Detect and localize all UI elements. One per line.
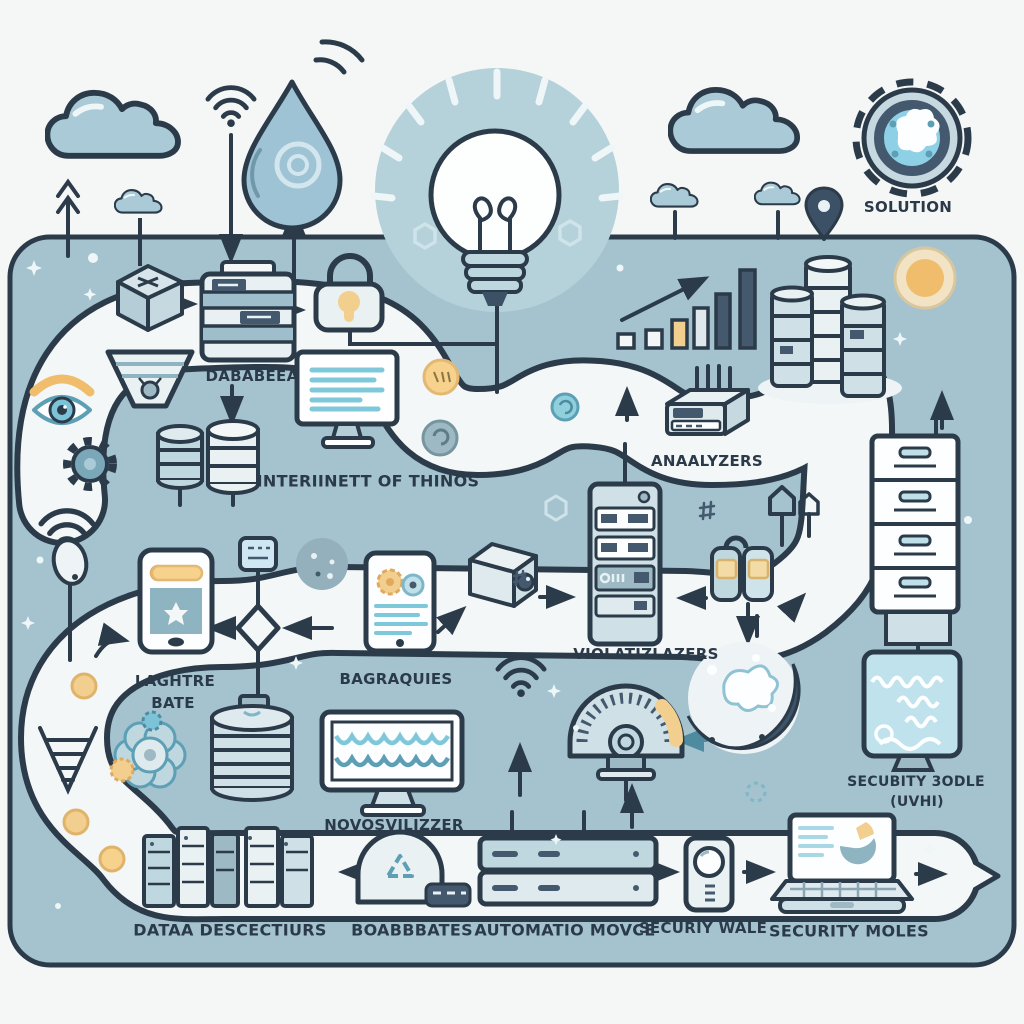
gear-icon	[852, 78, 972, 198]
house-pendant-icon	[768, 485, 820, 516]
gear-outline-icon	[745, 781, 767, 803]
label-security-modules: SECURITY MOLES	[769, 921, 929, 941]
label-database: DABABEEA	[205, 367, 299, 385]
label-lighter-line2: BATE	[151, 694, 195, 712]
label-visualizers: VIOLATIZLAZERS	[573, 645, 719, 663]
sensor-icon	[41, 511, 93, 586]
gear-flower-icon	[109, 710, 187, 789]
label-visualizer-monitor: NOVOSVILIZZER	[324, 816, 464, 834]
database-cylinder-icon	[156, 419, 260, 495]
teal-node-swirl	[558, 399, 573, 415]
label-security-module-line2: (UVHI)	[890, 794, 944, 810]
moon-splash-icon	[686, 642, 801, 754]
road-dot-icon	[70, 672, 98, 700]
road-dot-icon	[62, 808, 90, 836]
label-security-wall: SECURIY WALE	[638, 919, 768, 937]
diamond-node-icon	[235, 603, 281, 653]
recycle-arch-icon	[355, 829, 472, 908]
monitor-icon	[294, 349, 400, 449]
wave-monitor-icon	[319, 709, 465, 817]
hexagon-icon	[413, 221, 437, 251]
padlock-icon	[313, 253, 385, 333]
label-databases-bottom: BOABBBATES	[351, 920, 473, 940]
bar-chart-icon	[616, 268, 757, 350]
server-tower-icon	[587, 481, 663, 647]
camera-icon	[468, 542, 538, 608]
coin-icon	[421, 358, 460, 457]
coin-stack-icon	[210, 694, 294, 802]
funnel-dashed-icon	[38, 726, 98, 795]
label-iot: INTERIINETT OF THINOS	[256, 471, 480, 491]
teal-node-icon	[550, 392, 580, 422]
database-tower-icon	[758, 255, 902, 404]
package-box-icon	[116, 264, 184, 332]
dots-circle-icon	[296, 538, 348, 590]
hash-icon	[512, 500, 716, 587]
sparkle-icon	[21, 253, 972, 909]
label-data-detectors: DATAA DESCECTIURS	[133, 920, 327, 940]
label-solution: SOLUTION	[863, 198, 953, 216]
badge-icon	[238, 536, 278, 572]
battery-stack-icon	[199, 260, 297, 363]
server-box-icon	[477, 835, 659, 907]
tablet-icon	[363, 550, 437, 654]
remote-icon	[424, 882, 472, 908]
label-analyzers: ANAALYZERS	[651, 452, 763, 470]
label-automation: AUTOMATIO MOVCE	[474, 920, 656, 940]
coin-icon	[893, 246, 957, 310]
gauge-icon	[567, 683, 685, 781]
funnel-icon	[105, 349, 195, 409]
router-icon	[665, 364, 750, 436]
gear-blob-icon	[63, 437, 117, 491]
label-devices: BAGRAQUIES	[339, 670, 453, 688]
shaker-icon	[710, 535, 774, 602]
laptop-icon	[770, 812, 914, 914]
water-drop-icon	[241, 39, 365, 231]
smartphone-icon	[137, 547, 215, 655]
hexagon-icon	[558, 218, 582, 248]
file-cabinet-icon	[869, 433, 961, 646]
hexagon-icon	[544, 494, 568, 522]
wave-monitor-icon	[861, 649, 963, 772]
label-security-module-line1: SECUBITY 3ODLE	[847, 774, 985, 790]
road-dot-icon	[98, 845, 126, 873]
doorbell-icon	[683, 835, 735, 913]
server-rack-icon	[142, 826, 314, 908]
lightbulb-icon	[370, 68, 624, 306]
label-lighter-line1: LAGHTRE	[134, 672, 216, 690]
eye-icon	[29, 374, 95, 425]
location-pin-icon	[804, 186, 844, 241]
